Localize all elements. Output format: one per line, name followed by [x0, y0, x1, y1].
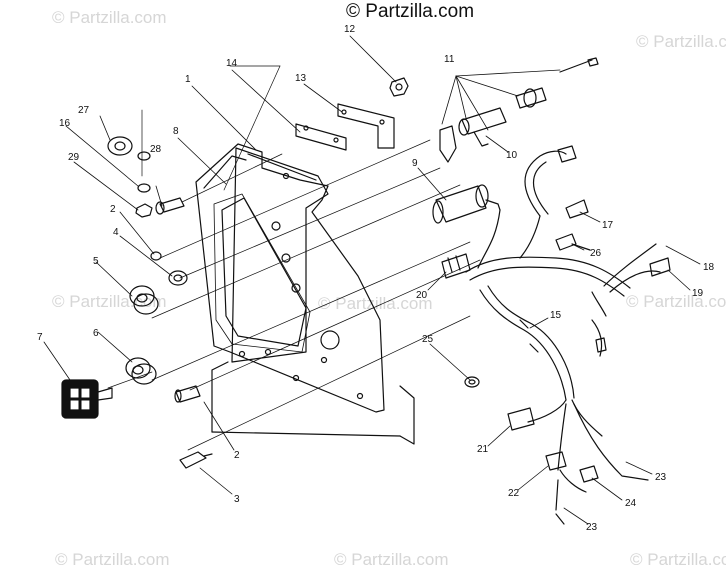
wiring-harness-15	[441, 145, 671, 525]
explode-lines	[107, 65, 481, 451]
dash-panel	[195, 143, 385, 413]
callout-16: 16	[59, 118, 71, 129]
washer-2	[150, 251, 162, 261]
callout-10: 10	[506, 150, 518, 161]
watermark: © Partzilla.com	[630, 550, 726, 569]
knurled-nut-5	[129, 285, 159, 315]
callout-29: 29	[68, 152, 80, 163]
light-9	[432, 184, 501, 269]
support-frame	[211, 147, 415, 445]
callout-22: 22	[508, 488, 520, 499]
knurled-nut-6	[125, 357, 157, 385]
callout-17: 17	[602, 220, 614, 231]
watermark: © Partzilla.com	[52, 8, 167, 27]
switch-2	[175, 385, 201, 403]
ignition-key-7	[61, 379, 113, 419]
callout-28: 28	[150, 144, 162, 155]
bracket-strip	[295, 103, 395, 151]
nut-12	[389, 77, 409, 97]
callout-4: 4	[113, 227, 119, 238]
callout-1: 1	[185, 74, 191, 85]
callout-21: 21	[477, 444, 489, 455]
bulb-25	[464, 376, 480, 388]
callout-7: 7	[37, 332, 43, 343]
watermark: © Partzilla.com	[626, 292, 726, 311]
callout-20: 20	[416, 290, 428, 301]
watermark: © Partzilla.com	[636, 32, 726, 51]
bolt-3	[179, 451, 207, 469]
callout-2: 2	[234, 450, 240, 461]
callout-5: 5	[93, 256, 99, 267]
callout-25: 25	[422, 334, 434, 345]
callout-6: 6	[93, 328, 99, 339]
watermark: © Partzilla.com	[318, 294, 433, 313]
callout-26: 26	[590, 248, 602, 259]
callout-14: 14	[226, 58, 238, 69]
callout-9: 9	[412, 158, 418, 169]
watermark: © Partzilla.com	[55, 550, 170, 569]
brand-name: Partzilla.com	[365, 1, 475, 22]
washer-16	[137, 183, 151, 193]
callout-8: 8	[173, 126, 179, 137]
callout-13: 13	[295, 73, 307, 84]
leader-lines	[43, 35, 701, 525]
callout-23: 23	[586, 522, 598, 533]
callout-18: 18	[703, 262, 715, 273]
callout-15: 15	[550, 310, 562, 321]
switch-assembly-10-11	[439, 57, 599, 163]
watermark: © Partzilla.com	[334, 550, 449, 569]
callout-12: 12	[344, 24, 356, 35]
callout-27: 27	[78, 105, 90, 116]
callout-24: 24	[625, 498, 637, 509]
callout-3: 3	[234, 494, 240, 505]
callout-23: 23	[655, 472, 667, 483]
callout-11: 11	[444, 54, 455, 65]
bolt-28	[159, 197, 185, 213]
nut-29	[135, 203, 153, 218]
washer-27	[107, 136, 151, 161]
copyright-symbol: ©	[346, 1, 360, 22]
lockwasher-4	[168, 270, 188, 286]
callout-19: 19	[692, 288, 704, 299]
callout-2: 2	[110, 204, 116, 215]
brand-logo: © Partzilla.com	[346, 1, 474, 23]
